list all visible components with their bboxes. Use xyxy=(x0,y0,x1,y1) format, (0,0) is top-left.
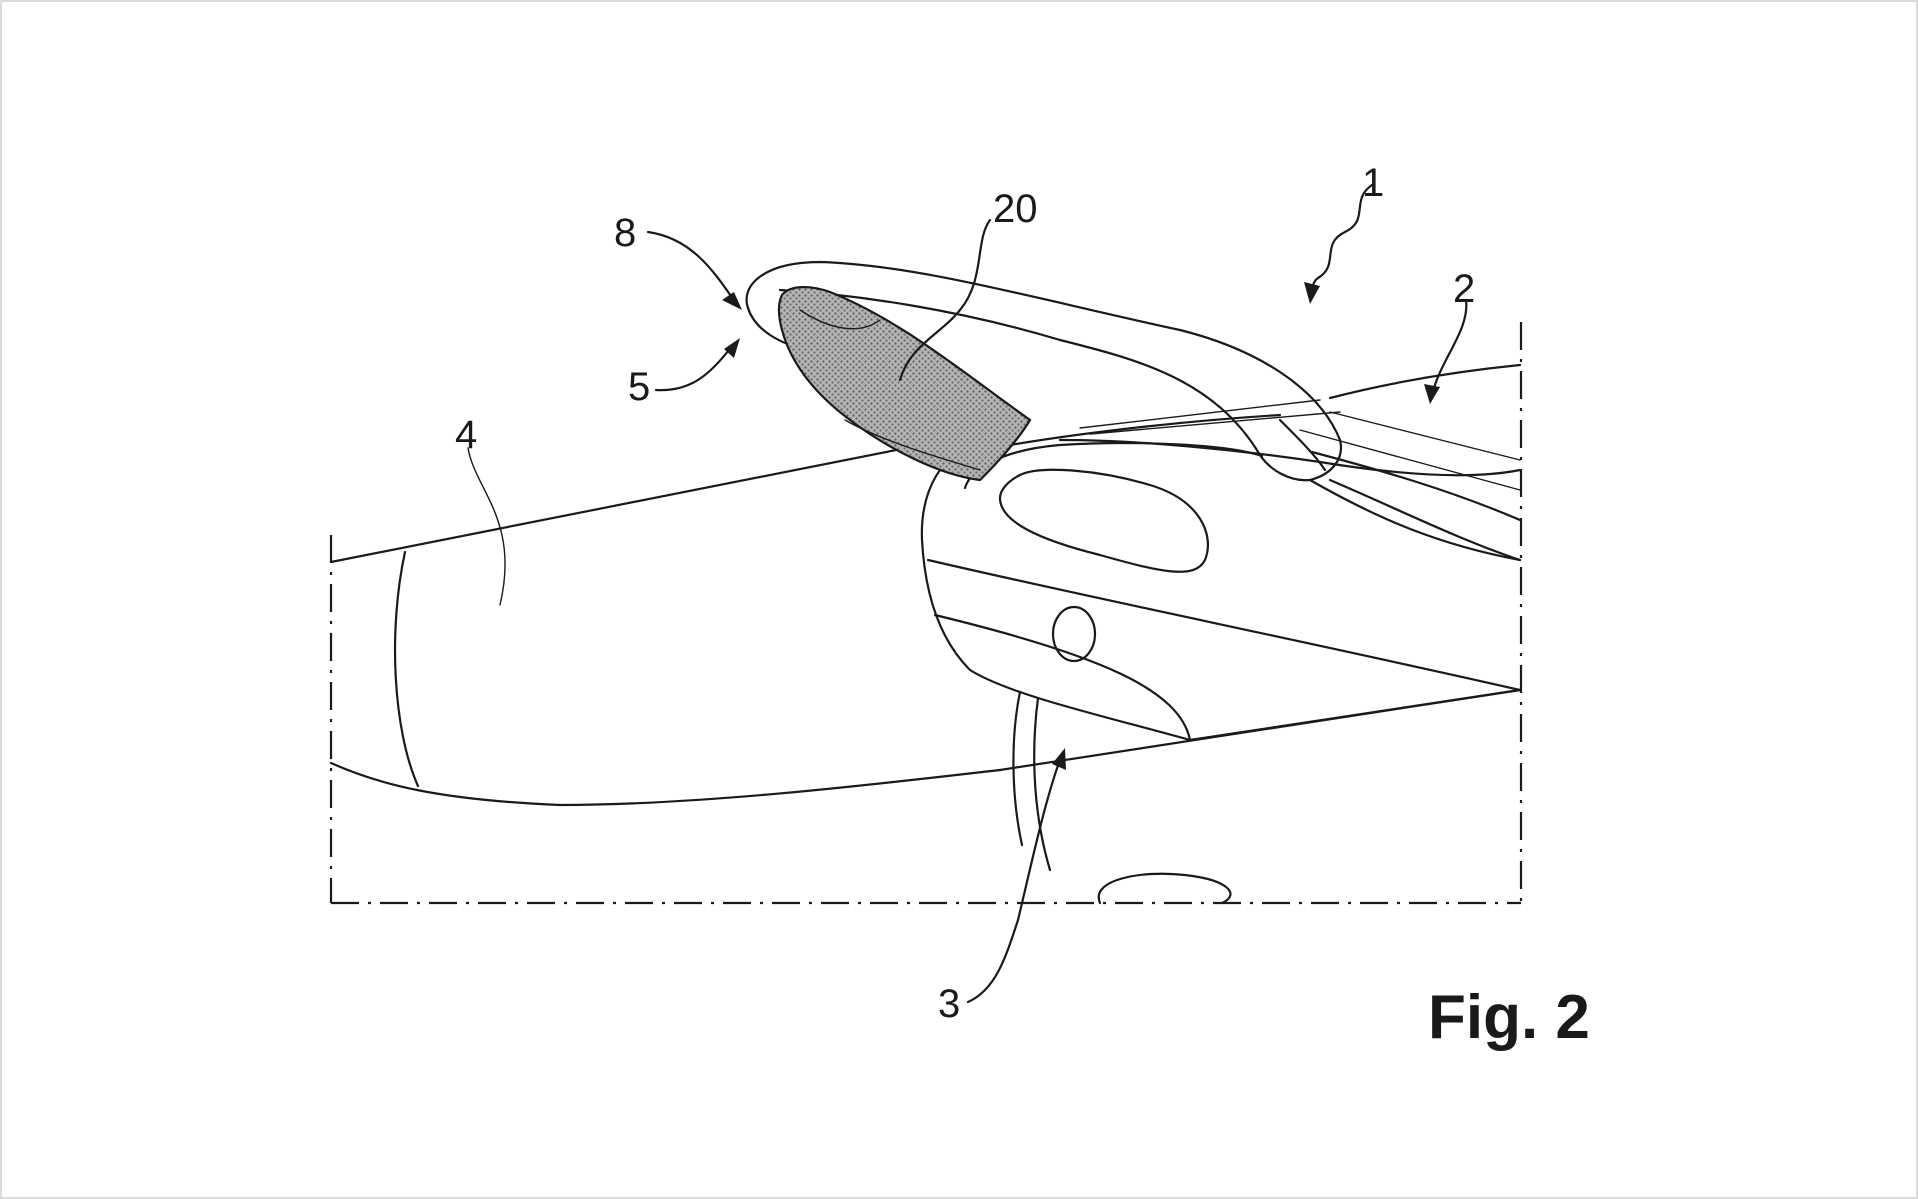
ref-numeral-3: 3 xyxy=(938,982,960,1026)
ref-numeral-1: 1 xyxy=(1362,161,1384,205)
leader-lines xyxy=(467,183,1468,1004)
ref-numeral-4: 4 xyxy=(455,413,477,457)
figure-label: Fig. 2 xyxy=(1428,983,1590,1052)
ref-numeral-20: 20 xyxy=(993,187,1038,231)
wheel-arch xyxy=(1097,872,1232,905)
airbag-module-region xyxy=(777,286,1032,482)
airbag-fold-line xyxy=(799,309,881,330)
ref-numeral-8: 8 xyxy=(614,211,636,255)
ref-numeral-5: 5 xyxy=(628,365,650,409)
front-hood xyxy=(329,430,1522,807)
windscreen-frame xyxy=(745,260,1522,562)
ref-numeral-2: 2 xyxy=(1453,267,1475,311)
airbag-fold-line-lower xyxy=(844,419,981,471)
side-door xyxy=(920,430,1522,872)
